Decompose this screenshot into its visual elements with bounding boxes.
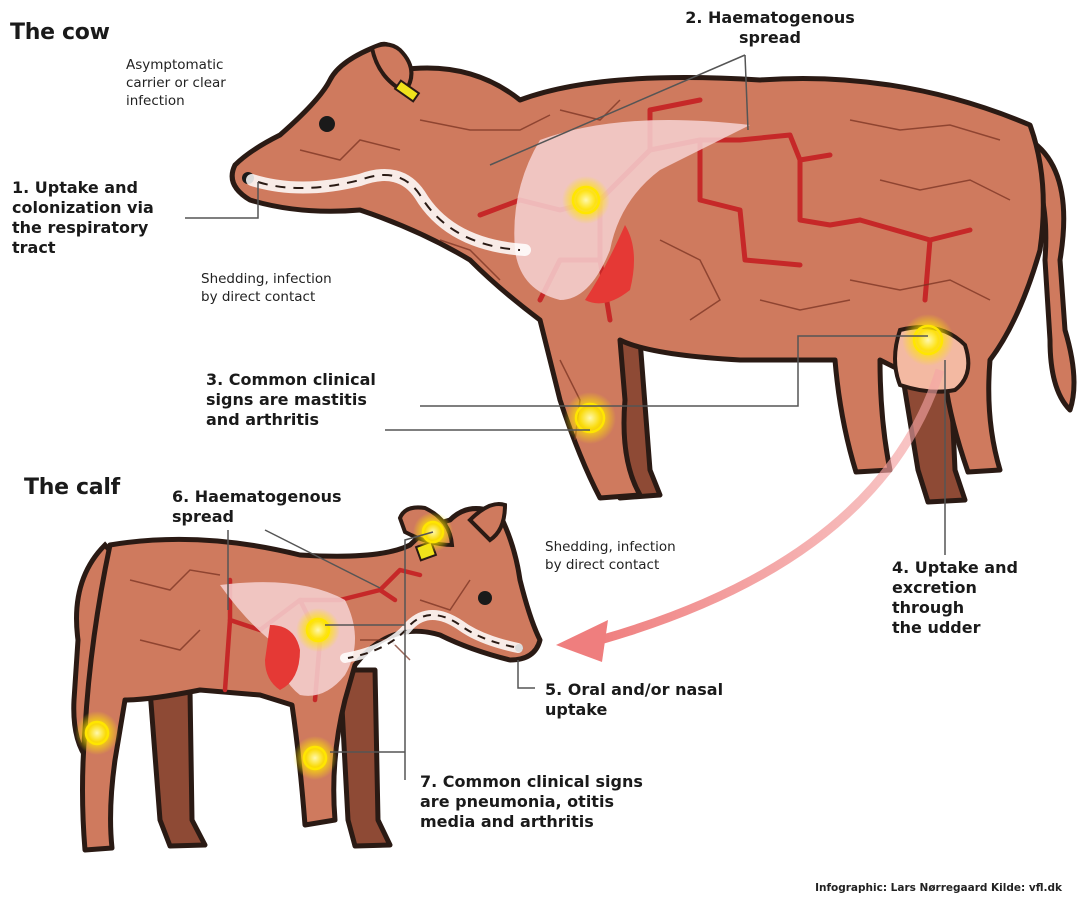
calf-step5-label: 5. Oral and/or nasal uptake	[545, 680, 723, 720]
credit-line: Infographic: Lars Nørregaard Kilde: vfl.…	[815, 882, 1062, 894]
calf-step6-label: 6. Haematogenous spread	[172, 487, 342, 527]
cow-step4-label: 4. Uptake and excretion through the udde…	[892, 558, 1018, 638]
cow-eye	[319, 116, 335, 132]
cow-infection-udder	[902, 314, 954, 366]
cow-step2-label: 2. Haematogenous spread	[670, 8, 870, 48]
calf-eye	[478, 591, 492, 605]
cow-step3-label: 3. Common clinical signs are mastitis an…	[206, 370, 376, 430]
udder-to-calf-arrowhead	[556, 620, 608, 662]
calf-back-leg-far	[150, 690, 205, 846]
cow-infection-lung	[562, 176, 610, 224]
udder-to-calf-arrow	[600, 370, 940, 640]
leader-step5	[518, 660, 535, 688]
calf-infection-front-joint	[293, 736, 337, 780]
cow-figure	[232, 44, 1074, 502]
cow-carrier-note: Asymptomatic carrier or clear infection	[126, 56, 226, 110]
cow-shedding-note: Shedding, infection by direct contact	[201, 270, 332, 306]
cow-title: The cow	[10, 20, 110, 45]
calf-title: The calf	[24, 475, 120, 500]
calf-infection-lung	[296, 608, 340, 652]
calf-shedding-note: Shedding, infection by direct contact	[545, 538, 676, 574]
cow-infection-joint	[564, 392, 616, 444]
cow-step1-label: 1. Uptake and colonization via the respi…	[12, 178, 154, 258]
calf-infection-hind-joint	[75, 711, 119, 755]
calf-step7-label: 7. Common clinical signs are pneumonia, …	[420, 772, 643, 832]
